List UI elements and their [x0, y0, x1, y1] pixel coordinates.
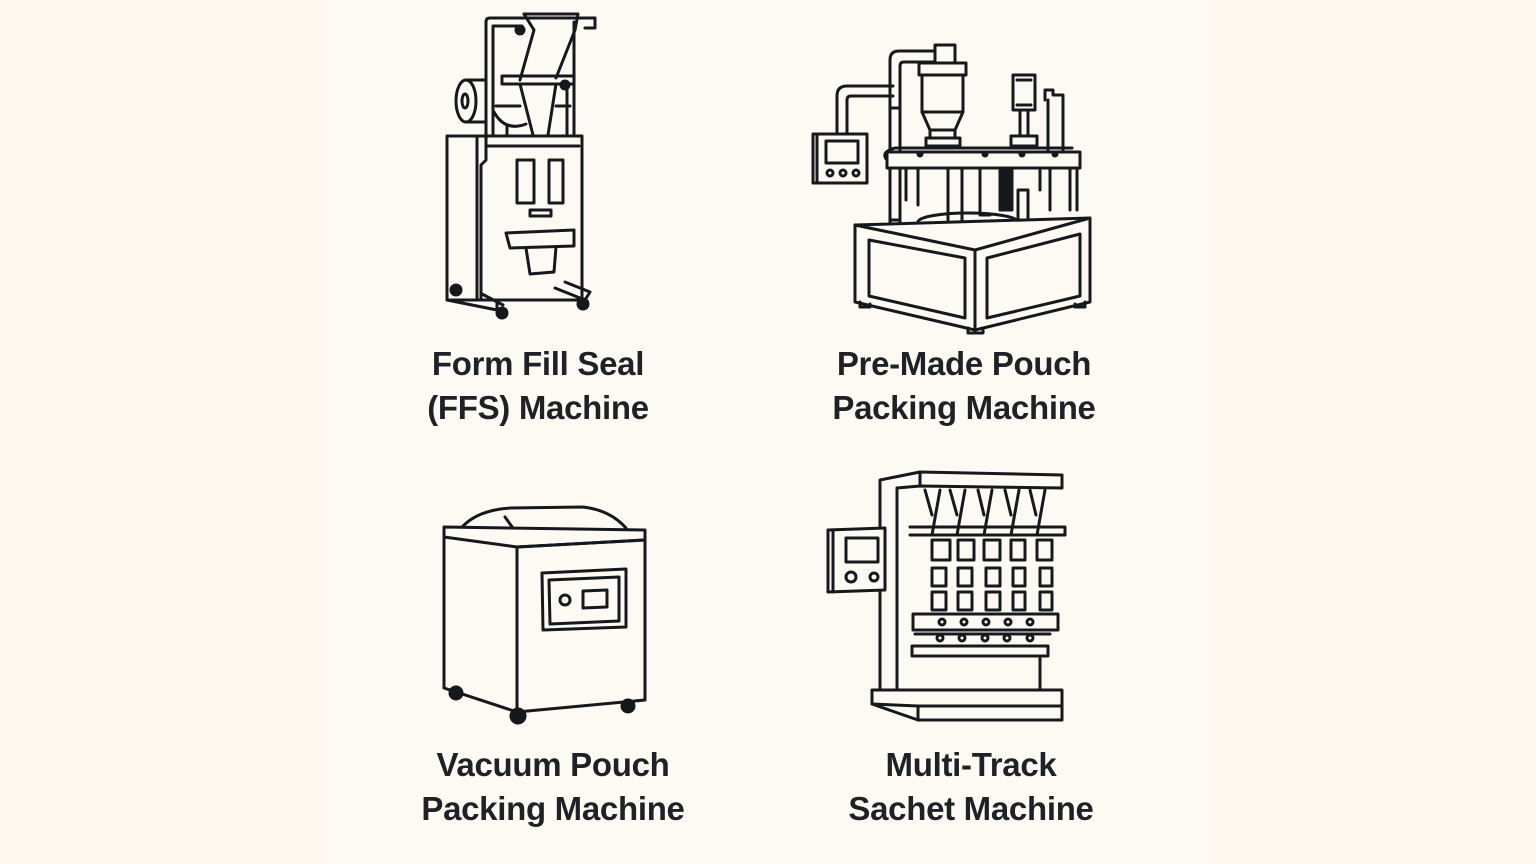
machine-label-premade: Pre-Made Pouch Packing Machine [832, 345, 1096, 426]
machine-label-multitrack: Multi-Track Sachet Machine [848, 746, 1094, 827]
machine-label-vacuum: Vacuum Pouch Packing Machine [421, 746, 685, 827]
machine-label-ffs: Form Fill Seal (FFS) Machine [427, 345, 649, 426]
